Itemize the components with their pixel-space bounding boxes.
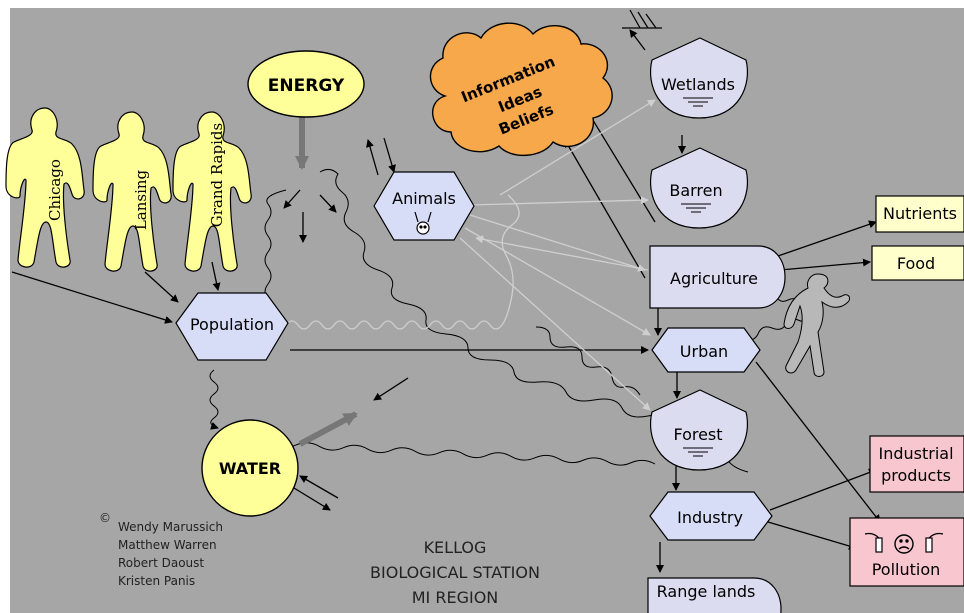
svg-text:Wetlands: Wetlands [661,75,735,94]
svg-text:Forest: Forest [673,425,722,444]
svg-text:WATER: WATER [219,459,281,478]
svg-text:Barren: Barren [669,181,722,200]
svg-text:ENERGY: ENERGY [268,76,345,96]
diagram-title: KELLOG BIOLOGICAL STATION MI REGION [370,538,540,607]
figure-chicago: Chicago [5,107,85,268]
urban-node: Urban [651,327,761,373]
industry-node: Industry [649,491,773,541]
person-figure [783,273,851,377]
svg-text:Industry: Industry [677,508,743,527]
forest-node: Forest [649,389,749,471]
information-cloud: Information Ideas Beliefs [429,22,613,157]
food-box: Food [871,245,964,281]
figure-lansing: Lansing [92,111,172,272]
hatch-symbol [622,9,662,29]
barren-node: Barren [649,147,749,229]
credit-name: Matthew Warren [118,538,217,552]
smokestack-icon [864,532,944,553]
svg-text:Urban: Urban [680,342,728,361]
svg-text:Nutrients: Nutrients [883,204,957,223]
svg-text:KELLOG: KELLOG [424,538,487,557]
svg-text:Animals: Animals [392,189,456,208]
population-node: Population [175,292,289,361]
credit-name: Kristen Panis [118,574,195,588]
copyright-symbol: © [99,511,111,525]
credit-name: Robert Daoust [118,556,204,570]
svg-text:MI REGION: MI REGION [412,588,499,607]
svg-text:Agriculture: Agriculture [670,269,758,288]
wetlands-node: Wetlands [649,37,749,119]
water-node: WATER [201,419,299,517]
animals-node: Animals [373,171,475,241]
city-label-grand-rapids: Grand Rapids [208,123,226,227]
agriculture-node: Agriculture [649,245,786,309]
svg-text:Range lands: Range lands [657,582,756,601]
figure-grand-rapids: Grand Rapids [172,111,252,272]
svg-text:Pollution: Pollution [872,560,941,579]
connections [11,29,881,573]
rabbit-icon [414,211,432,235]
pollution-box: Pollution [849,517,964,587]
range-lands-node: Range lands [647,577,782,613]
city-label-chicago: Chicago [46,159,64,221]
industrial-products-box: Industrial products [869,435,964,493]
city-figures: Chicago Lansing Grand Rapids [5,107,252,272]
svg-text:BIOLOGICAL STATION: BIOLOGICAL STATION [370,563,540,582]
svg-text:Industrial: Industrial [878,444,953,463]
energy-node: ENERGY [247,50,365,118]
frown-face-icon [894,534,914,554]
svg-text:Population: Population [190,315,274,334]
credit-name: Wendy Marussich [118,520,223,534]
svg-text:products: products [881,466,951,485]
credits: © Wendy Marussich Matthew Warren Robert … [99,511,223,588]
nutrients-box: Nutrients [875,195,964,233]
city-label-lansing: Lansing [132,169,150,230]
svg-text:Food: Food [897,254,935,273]
